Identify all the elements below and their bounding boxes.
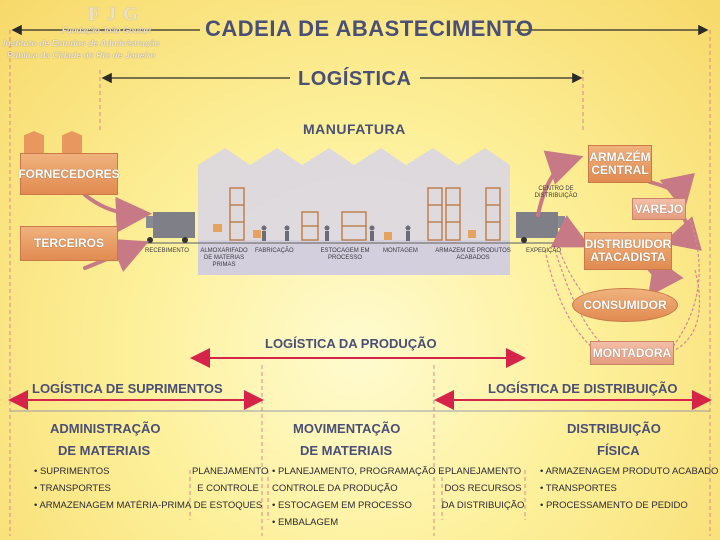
label-shipping: EXPEDIÇÃO <box>526 248 562 254</box>
list-item: PLANEJAMENTO <box>444 466 522 477</box>
materials-handling-title-1: MOVIMENTAÇÃO <box>293 421 401 436</box>
label-finished-goods: ARMAZEM DE PRODUTOS ACABADOS <box>435 248 511 261</box>
dashed-flow-lines <box>544 219 701 351</box>
physical-distribution-list: • ARMAZENAGEM PRODUTO ACABADO • TRANSPOR… <box>540 463 718 514</box>
list-item: • EMBALAGEM <box>272 517 339 528</box>
label-manufacturing: FABRICAÇÃO <box>255 248 294 254</box>
manufacturing-title: MANUFATURA <box>303 121 406 137</box>
physical-distribution-title-1: DISTRIBUIÇÃO <box>567 421 661 436</box>
assembler-label: MONTADORA <box>592 345 672 360</box>
truck-outbound <box>516 212 565 243</box>
list-item: CONTROLE DA PRODUÇÃO <box>272 483 398 494</box>
list-item: DA DISTRIBUIÇÃO <box>441 500 525 511</box>
list-item: • ESTOCAGEM EM PROCESSO <box>272 500 412 511</box>
distribution-planning-text: PLANEJAMENTO DOS RECURSOS DA DISTRIBUIÇÃ… <box>440 463 526 514</box>
logistics-title: LOGÍSTICA <box>298 68 412 90</box>
materials-handling-list: • PLANEJAMENTO, PROGRAMAÇÃO E CONTROLE D… <box>272 463 445 531</box>
logo-line-3: Pública da Cidade do Rio de Janeiro <box>7 50 156 60</box>
suppliers-chimney-2 <box>62 131 82 153</box>
production-logistics-title: LOGÍSTICA DA PRODUÇÃO <box>265 336 437 351</box>
warehouse-racks <box>229 187 501 241</box>
list-item: • SUPRIMENTOS <box>34 466 110 477</box>
retail-label: VAREJO <box>634 201 684 216</box>
label-distribution-center: CENTRO DE DISTRIBUIÇÃO <box>534 186 578 199</box>
list-item: • ARMAZENAGEM MATÉRIA-PRIMA <box>34 500 192 511</box>
list-item: DOS RECURSOS <box>444 483 522 494</box>
dashed-guides <box>9 30 711 536</box>
materials-admin-list: • SUPRIMENTOS • TRANSPORTES • ARMAZENAGE… <box>34 463 191 514</box>
physical-distribution-title-2: FÍSICA <box>597 443 640 458</box>
cargo-boxes <box>213 224 476 240</box>
label-in-process: ESTOCAGEM EM PROCESSO <box>320 248 370 261</box>
logo-letters: FJG <box>88 4 145 25</box>
assembler-box: MONTADORA <box>590 341 674 365</box>
logo-line-2: Instituto de Estudos de Administração <box>3 38 160 48</box>
list-item: • TRANSPORTES <box>34 483 111 494</box>
consumer-box: CONSUMIDOR <box>572 288 678 322</box>
list-item: • PROCESSAMENTO DE PEDIDO <box>540 500 688 511</box>
list-item: PLANEJAMENTO <box>192 466 269 477</box>
central-warehouse-label: ARMAZÉM CENTRAL <box>589 150 651 177</box>
third-parties-label: TERCEIROS <box>33 236 104 250</box>
wholesale-distributor-box: DISTRIBUIDOR ATACADISTA <box>584 232 672 270</box>
worker-figures <box>261 225 411 241</box>
suppliers-chimney <box>24 131 44 153</box>
materials-handling-title-2: DE MATERIAIS <box>300 443 393 458</box>
label-raw-warehouse: ALMOXARIFADO DE MATERIAS PRIMAS <box>200 248 248 268</box>
materials-admin-title-1: ADMINISTRAÇÃO <box>50 421 161 436</box>
supplies-logistics-title: LOGÍSTICA DE SUPRIMENTOS <box>32 381 223 396</box>
list-item: • ARMAZENAGEM PRODUTO ACABADO <box>540 466 719 477</box>
distribution-logistics-title: LOGÍSTICA DE DISTRIBUIÇÃO <box>488 381 678 396</box>
wholesale-distributor-label: DISTRIBUIDOR ATACADISTA <box>584 237 672 264</box>
central-warehouse-box: ARMAZÉM CENTRAL <box>588 145 652 183</box>
list-item: • TRANSPORTES <box>540 483 617 494</box>
retail-box: VAREJO <box>632 198 686 220</box>
page-title: CADEIA DE ABASTECIMENTO <box>205 16 534 41</box>
third-parties-box: TERCEIROS <box>20 226 118 261</box>
list-item: E CONTROLE <box>197 483 259 494</box>
logo-line-1: Fundação João Goulart <box>62 26 152 35</box>
label-receiving: RECEBIMENTO <box>145 248 189 254</box>
inventory-planning-text: PLANEJAMENTO E CONTROLE DE ESTOQUES <box>192 463 269 514</box>
suppliers-box: FORNECEDORES <box>18 153 120 195</box>
materials-admin-title-2: DE MATERIAIS <box>58 443 151 458</box>
consumer-label: CONSUMIDOR <box>583 297 667 312</box>
suppliers-label: FORNECEDORES <box>18 166 120 181</box>
list-item: DE ESTOQUES <box>193 500 263 511</box>
list-item: • PLANEJAMENTO, PROGRAMAÇÃO E <box>272 466 445 477</box>
label-assembly: MONTAGEM <box>383 248 418 254</box>
truck-inbound <box>146 212 195 243</box>
